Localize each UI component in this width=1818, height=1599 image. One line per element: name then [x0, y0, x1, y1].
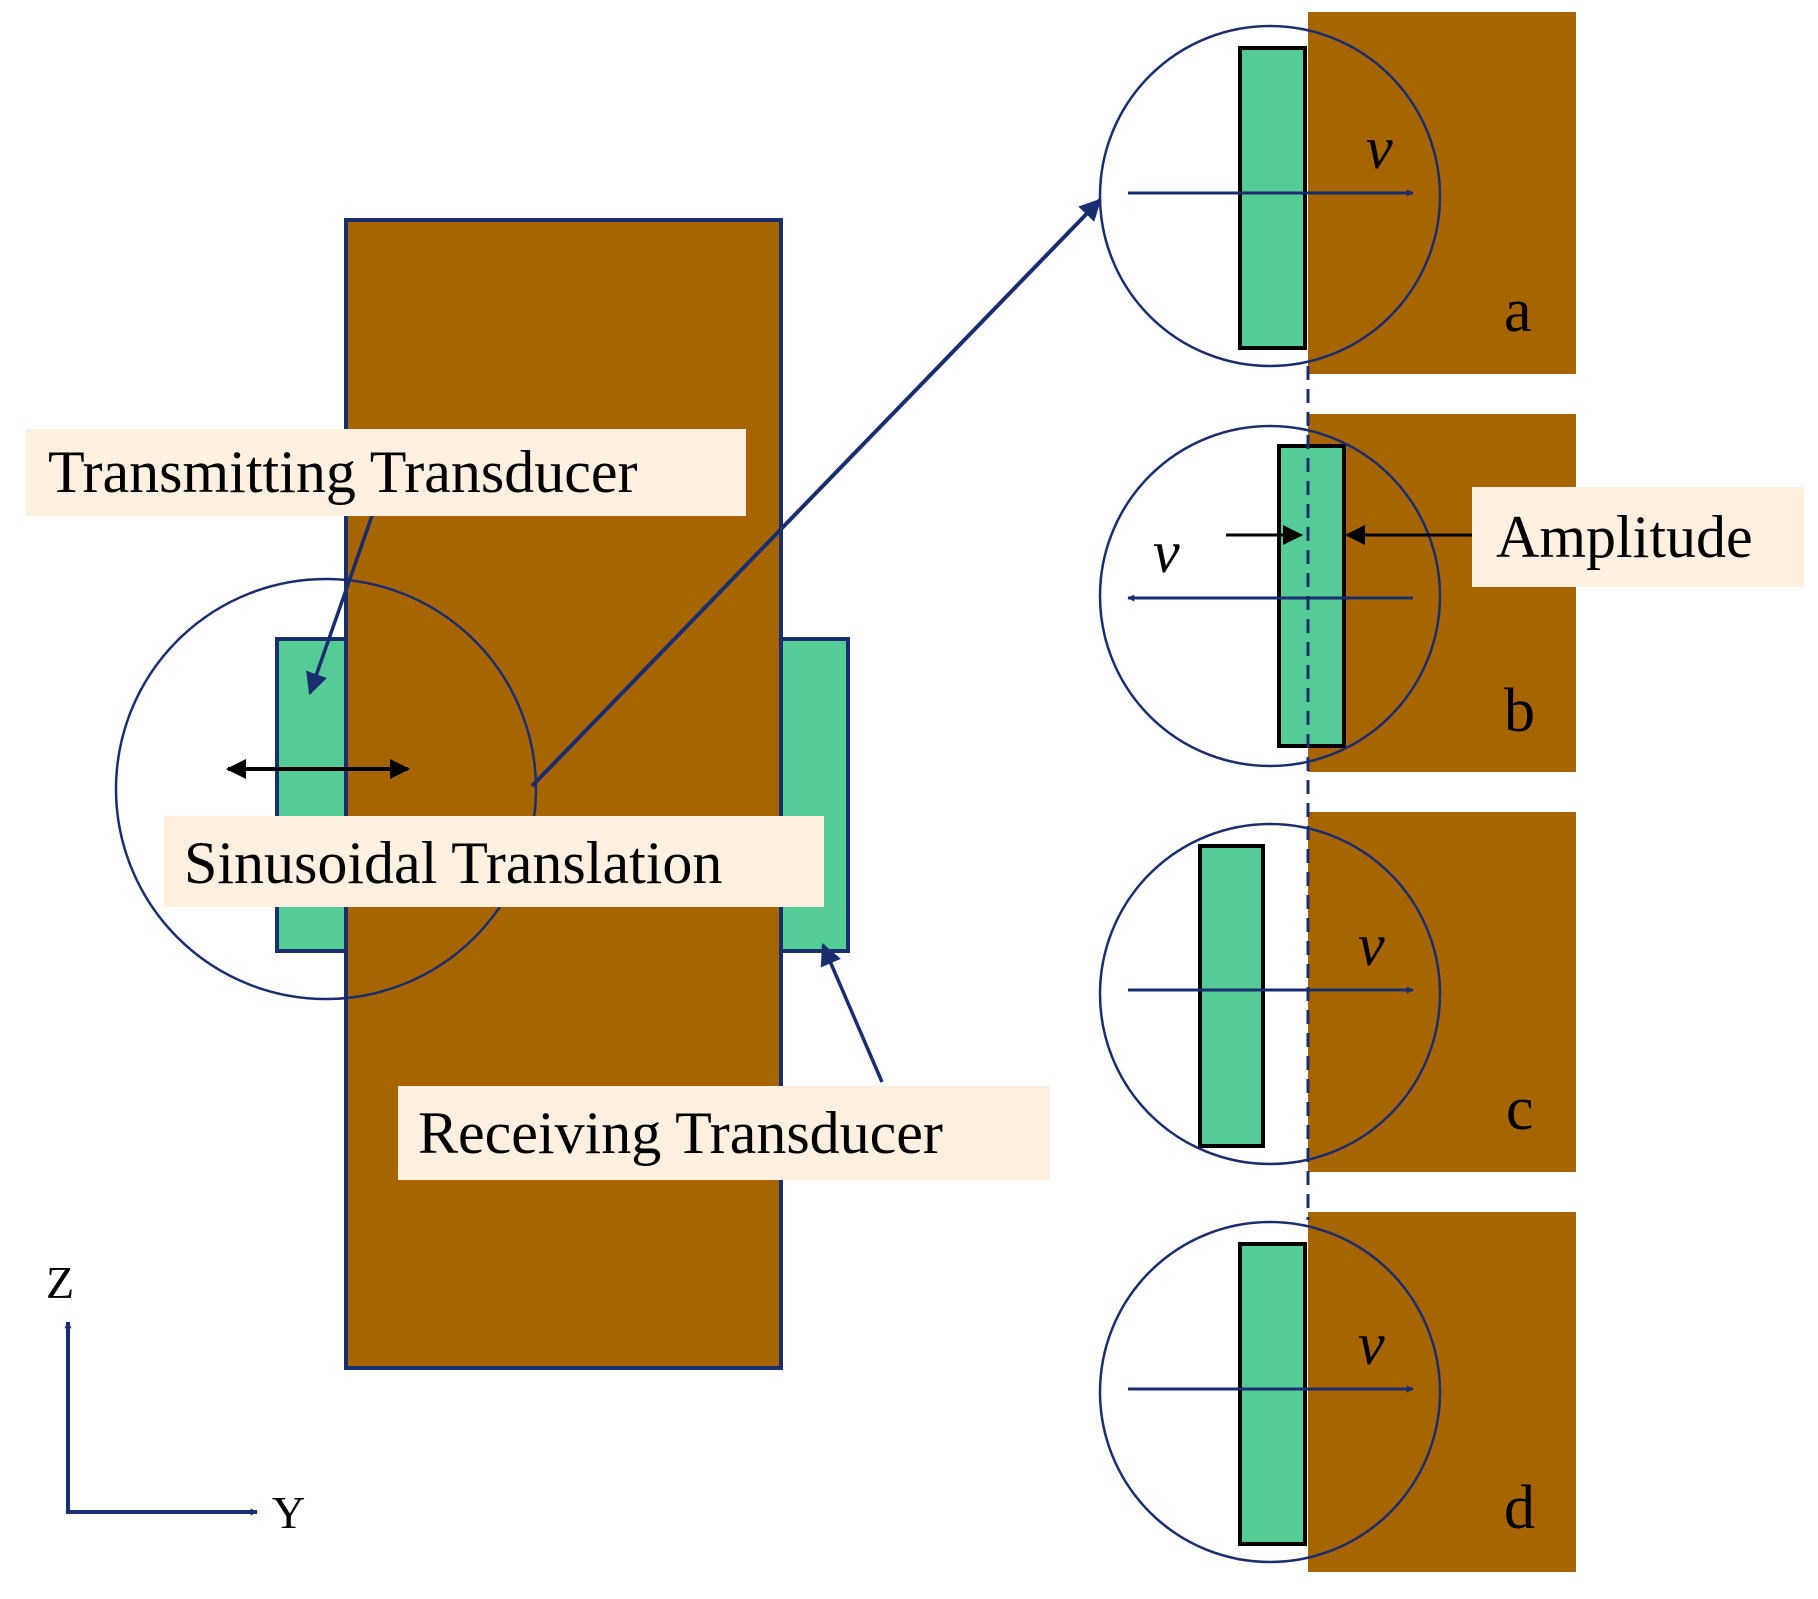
receiving-leader-line: [820, 942, 884, 1083]
sinusoidal-label: Sinusoidal Translation: [164, 816, 824, 907]
y-axis-label: Y: [272, 1487, 305, 1538]
panel-d: v d: [1098, 1212, 1576, 1572]
z-axis-label: Z: [46, 1257, 74, 1308]
panel-d-transducer: [1238, 1242, 1307, 1546]
amplitude-label-text: Amplitude: [1496, 504, 1753, 570]
panel-d-circle: [1098, 1220, 1442, 1564]
panel-d-velocity-label: v: [1358, 1311, 1385, 1377]
panel-c-circle: [1098, 822, 1442, 1166]
transmitting-leader-line: [306, 509, 376, 696]
panel-a-letter: a: [1504, 277, 1532, 345]
zoom-leader-line: [530, 198, 1102, 788]
coordinate-axes: Z Y: [46, 1257, 305, 1538]
panel-a-circle: [1098, 24, 1442, 368]
panel-d-letter: d: [1504, 1474, 1535, 1542]
panel-a-velocity-label: v: [1366, 115, 1393, 181]
panel-c-velocity-label: v: [1358, 912, 1385, 978]
receiving-label-text: Receiving Transducer: [418, 1100, 943, 1166]
panel-c: v c: [1098, 812, 1576, 1172]
zoom-circle: [114, 577, 538, 1001]
main-specimen: [114, 218, 850, 1370]
panel-c-transducer: [1198, 844, 1265, 1148]
panel-b-medium: [1308, 414, 1576, 772]
panel-a: v a: [1098, 12, 1576, 374]
medium-block: [344, 218, 783, 1370]
transmitting-label-text: Transmitting Transducer: [48, 439, 638, 505]
panel-c-letter: c: [1506, 1075, 1534, 1143]
transmitting-label: Transmitting Transducer: [26, 429, 746, 516]
panel-b-transducer: [1277, 444, 1346, 748]
panel-b-circle: [1098, 424, 1442, 768]
panel-a-transducer: [1238, 46, 1307, 350]
panel-b-velocity-label: v: [1153, 519, 1180, 585]
panel-b-letter: b: [1504, 677, 1535, 745]
amplitude-label: Amplitude: [1472, 487, 1804, 587]
panel-c-medium: [1308, 812, 1576, 1172]
panel-d-medium: [1308, 1212, 1576, 1572]
panel-b: v b: [1098, 414, 1576, 772]
receiving-label: Receiving Transducer: [398, 1086, 1050, 1180]
sinusoidal-label-text: Sinusoidal Translation: [184, 830, 722, 896]
